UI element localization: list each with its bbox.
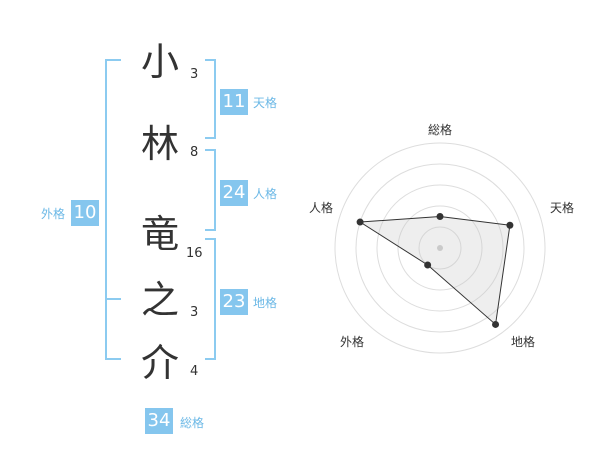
- stroke-count-4: 3: [190, 305, 199, 320]
- radar-points: [356, 213, 514, 328]
- soukaku-label: 総格: [180, 416, 205, 430]
- jinkaku-label: 人格: [253, 187, 278, 201]
- radar-point: [492, 320, 500, 328]
- radar-point: [436, 213, 444, 220]
- radar-axis-label-chikaku: 地格: [511, 335, 536, 349]
- radar-ring: [355, 163, 525, 333]
- gaikaku-label: 外格: [41, 207, 66, 221]
- radar-axis-label-gaikaku: 外格: [340, 335, 365, 349]
- radar-point: [356, 218, 364, 226]
- jinkaku-value-box: 24: [220, 180, 248, 206]
- stroke-count-1: 3: [190, 67, 199, 82]
- chikaku-value-box: 23: [220, 289, 248, 315]
- tenkaku-bracket: [205, 59, 216, 139]
- soukaku-value-box: 34: [145, 408, 173, 434]
- name-char-2: 林: [141, 122, 180, 166]
- radar-ring: [397, 205, 483, 291]
- radar-rings: [334, 142, 546, 354]
- gaikaku-bracket: [105, 59, 121, 360]
- radar-point: [506, 221, 514, 229]
- radar-shape: [358, 215, 511, 326]
- name-char-3: 竜: [141, 212, 180, 256]
- tenkaku-value-box: 11: [220, 89, 248, 115]
- chikaku-bracket: [205, 238, 216, 360]
- radar-center: [437, 245, 443, 251]
- stroke-count-2: 8: [190, 145, 199, 160]
- radar-axis-label-tenkaku: 天格: [550, 201, 575, 215]
- gaikaku-value-box: 10: [71, 200, 99, 226]
- stroke-count-3: 16: [186, 246, 203, 261]
- radar-ring: [418, 226, 462, 270]
- jinkaku-bracket: [205, 149, 216, 231]
- radar-axis-label-jinkaku: 人格: [309, 201, 334, 215]
- stroke-count-5: 4: [190, 364, 199, 379]
- radar-ring: [376, 184, 504, 312]
- name-char-1: 小: [141, 40, 180, 84]
- radar-ring: [334, 142, 546, 354]
- chikaku-label: 地格: [253, 296, 278, 310]
- radar-point: [424, 261, 432, 269]
- radar-axis-label-soukaku: 総格: [428, 123, 453, 137]
- name-char-4: 之: [141, 278, 180, 322]
- tenkaku-label: 天格: [253, 96, 278, 110]
- name-char-5: 介: [141, 341, 180, 385]
